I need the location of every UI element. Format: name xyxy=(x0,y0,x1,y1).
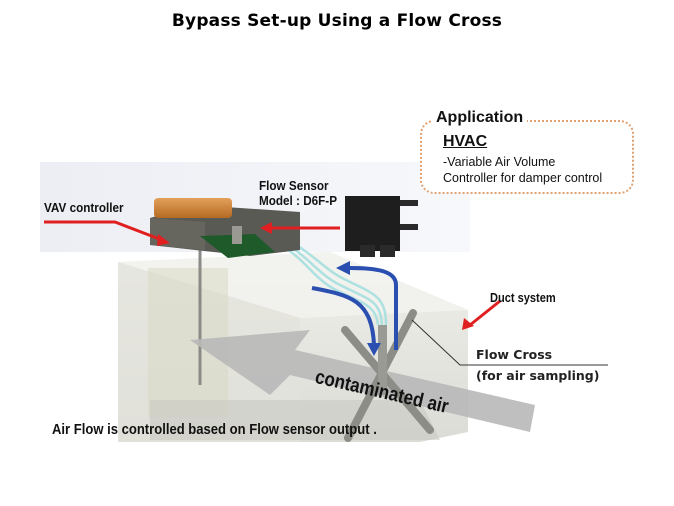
flow-cross-label: Flow Cross xyxy=(476,347,553,362)
flow-arrow-head-left xyxy=(336,261,350,275)
flow-sensor-model-label: Model : D6F-P xyxy=(259,193,338,208)
callout-arrow-head-vav xyxy=(157,234,170,246)
flow-arrow-head-down xyxy=(367,343,381,356)
flow-cross xyxy=(341,309,434,442)
flow-sensor-label: Flow Sensor xyxy=(259,178,329,193)
flow-sensor-device xyxy=(345,196,418,257)
application-line-1: -Variable Air Volume xyxy=(443,155,556,169)
vav-controller xyxy=(150,198,300,258)
application-heading: Application xyxy=(432,109,528,127)
vav-controller-label: VAV controller xyxy=(44,200,124,215)
bottom-note: Air Flow is controlled based on Flow sen… xyxy=(52,422,377,438)
callout-arrow-head-sensor xyxy=(260,222,272,234)
duct-system-label: Duct system xyxy=(490,290,556,305)
air-flow-arrow xyxy=(190,330,535,432)
flow-direction-arrows xyxy=(311,266,398,350)
slide-title: Bypass Set-up Using a Flow Cross xyxy=(171,11,503,31)
application-category: HVAC xyxy=(443,133,488,150)
application-line-2: Controller for damper control xyxy=(443,171,603,185)
callout-arrows xyxy=(44,220,501,327)
callout-arrow-head-duct xyxy=(462,318,474,330)
flow-cross-sublabel: (for air sampling) xyxy=(476,368,600,383)
flow-cross-leader xyxy=(411,319,608,366)
